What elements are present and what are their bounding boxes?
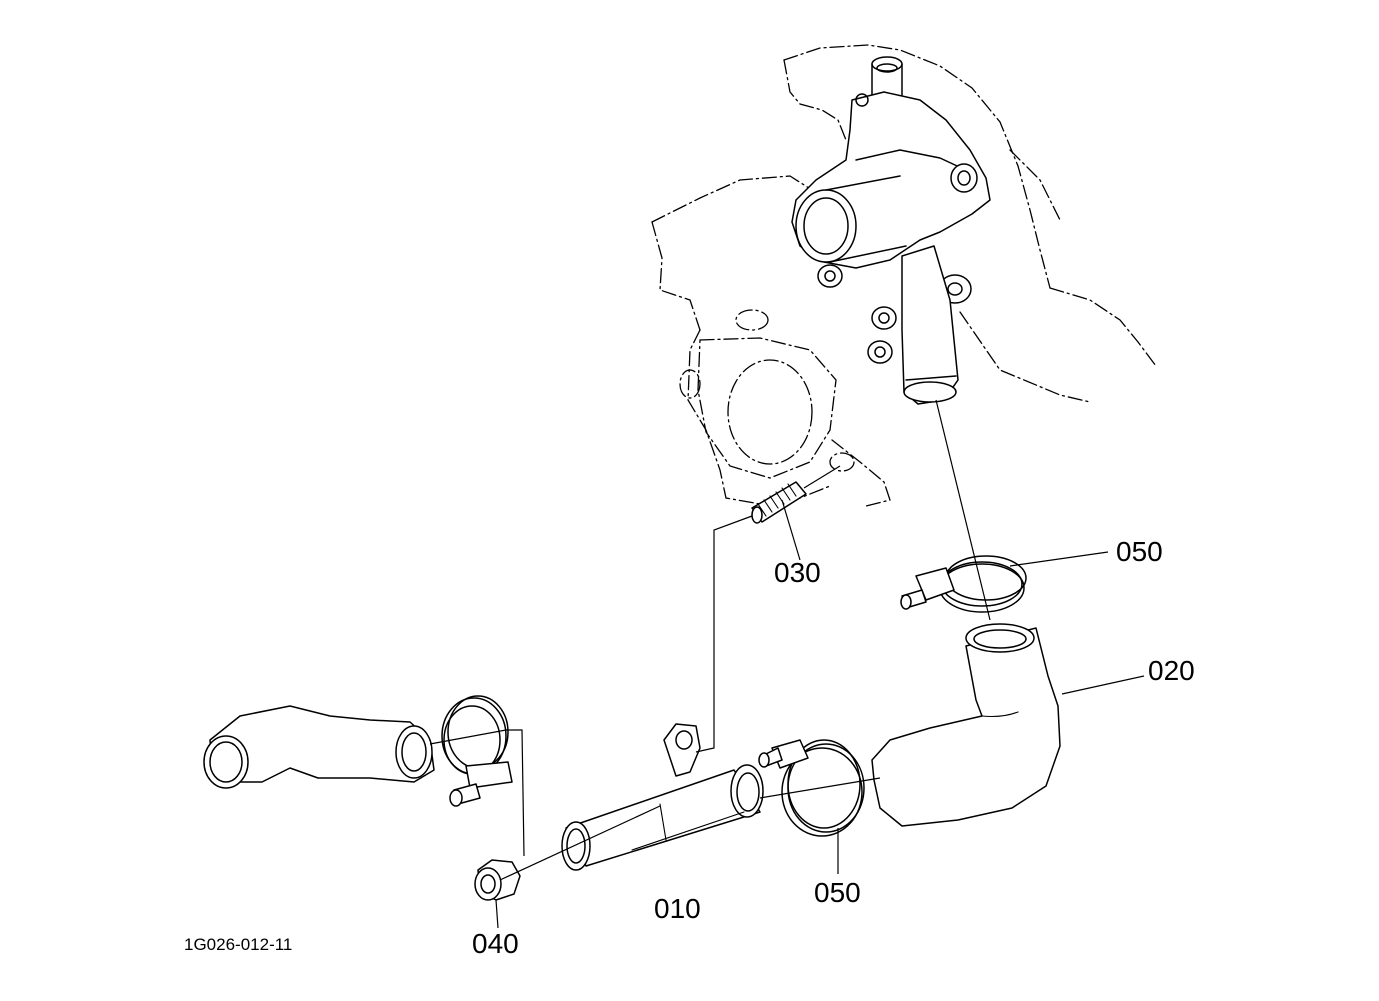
engine-water-port-phantom xyxy=(679,309,855,479)
hose-clamp-upper xyxy=(900,555,1027,613)
hose-clamp-lower xyxy=(758,739,865,837)
nut xyxy=(474,859,521,901)
callout-020: 020 xyxy=(1148,655,1195,686)
engine-block-phantom xyxy=(651,44,1157,507)
callout-010: 010 xyxy=(654,893,701,924)
callouts: 050 020 030 050 010 040 1G026-012-11 xyxy=(184,536,1195,959)
hose-clamp-left xyxy=(441,695,513,807)
radiator-hose-left xyxy=(203,705,435,789)
hose-outlet xyxy=(871,623,1061,827)
callout-030: 030 xyxy=(774,557,821,588)
callout-040: 040 xyxy=(472,928,519,959)
callout-050-lower: 050 xyxy=(814,877,861,908)
figure-reference: 1G026-012-11 xyxy=(184,935,292,954)
leader-lines xyxy=(429,399,1145,929)
stud-bolt xyxy=(751,481,807,524)
callout-050-upper: 050 xyxy=(1116,536,1163,567)
water-pipe xyxy=(561,723,764,871)
thermostat-housing xyxy=(791,56,991,405)
